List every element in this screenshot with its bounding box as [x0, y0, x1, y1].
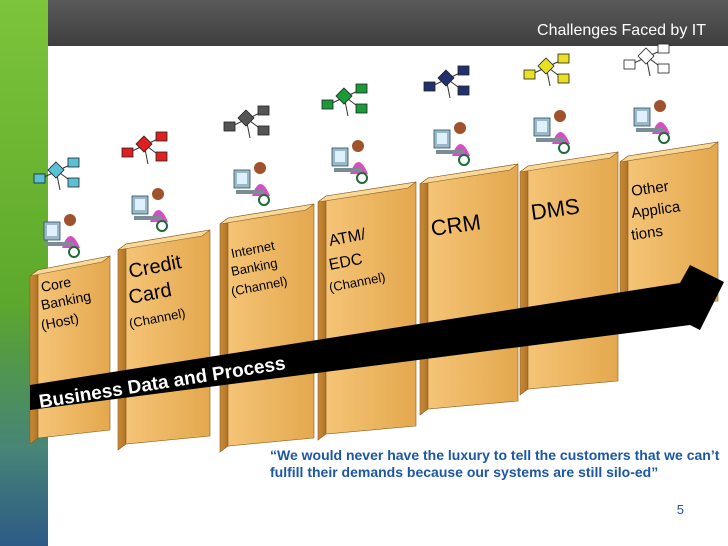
column-label-line: ATM/	[328, 226, 368, 250]
silo-column-4: ATM/EDC(Channel)	[317, 83, 417, 441]
silo-column-5: CRM	[419, 65, 519, 416]
column-top	[619, 141, 719, 163]
user-at-computer-icon	[43, 214, 80, 258]
column-label-line: Other	[630, 178, 670, 200]
column-side	[619, 155, 629, 316]
column-front	[427, 163, 519, 410]
column-top	[317, 181, 417, 203]
column-top	[117, 229, 211, 251]
header-bar: Challenges Faced by IT	[48, 0, 728, 46]
user-at-computer-icon	[433, 122, 470, 166]
column-label-line: tions	[630, 223, 664, 244]
column-front	[325, 181, 417, 435]
column-top	[519, 151, 619, 173]
column-side	[519, 165, 529, 396]
column-label-line: Core	[40, 273, 73, 295]
slide-title: Challenges Faced by IT	[537, 22, 706, 39]
column-front	[527, 151, 619, 390]
column-side	[117, 243, 127, 451]
column-side	[29, 269, 39, 445]
network-node-icon	[121, 131, 168, 165]
user-at-computer-icon	[331, 140, 368, 184]
network-node-icon	[623, 43, 670, 77]
user-at-computer-icon	[233, 162, 270, 206]
user-at-computer-icon	[533, 110, 570, 154]
network-node-icon	[523, 53, 570, 87]
network-node-icon	[223, 105, 270, 139]
network-node-icon	[321, 83, 368, 117]
page-number: 5	[676, 502, 684, 517]
network-node-icon	[33, 157, 80, 191]
column-label-line: Applica	[630, 198, 682, 222]
column-top	[219, 203, 315, 225]
column-top	[29, 255, 111, 277]
column-label-line: EDC	[328, 251, 364, 274]
column-top	[419, 163, 519, 185]
arrow-body	[30, 265, 724, 410]
column-side	[317, 195, 327, 441]
column-label-line: (Host)	[40, 310, 80, 333]
column-side	[219, 217, 229, 453]
column-side	[419, 177, 429, 416]
user-at-computer-icon	[131, 188, 168, 232]
user-at-computer-icon	[633, 100, 670, 144]
network-node-icon	[423, 65, 470, 99]
quote-text: “We would never have the luxury to tell …	[270, 447, 720, 480]
